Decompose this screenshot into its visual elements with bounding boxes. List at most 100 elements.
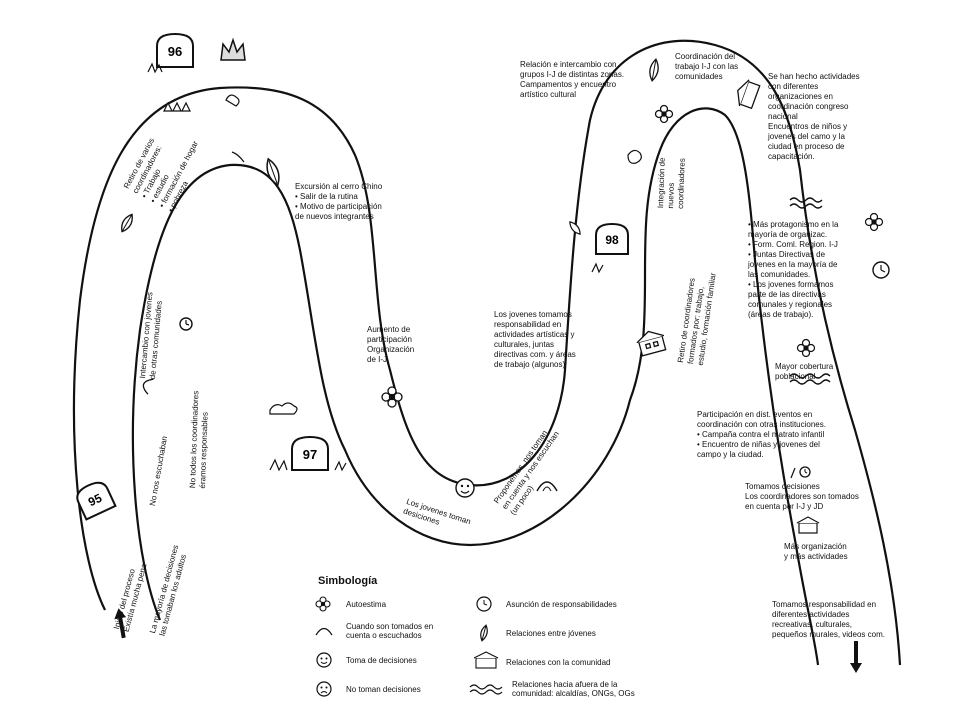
legend-title: Simbología [318, 575, 378, 587]
label-line: diferentes actividades [772, 610, 850, 619]
clock-icon [179, 317, 193, 331]
house-icon [636, 330, 667, 357]
legend-happy-face-icon [316, 652, 332, 668]
legend-item-no-decisiones: No toman decisiones [346, 685, 421, 694]
label-protagonism: • Más protagonismo en la mayoría de orga… [748, 220, 838, 320]
legend-wave-icon [469, 684, 503, 695]
label-line: coordinación con otras instituciones. [697, 420, 826, 429]
bush-icon [225, 94, 642, 415]
legend-flower-icon [315, 596, 331, 612]
label-line: coordinadores [675, 158, 687, 210]
river-inner-bank [131, 107, 820, 666]
label-line: mayoría de organizac. [748, 230, 828, 239]
label-line: trabajo I-J con las [675, 62, 739, 71]
legend-hill-icon [315, 627, 333, 636]
label-events: Participación en dist. eventos en coordi… [697, 410, 826, 460]
label-line: culturales, juntas [494, 340, 555, 349]
legend-item-label: Relaciones con la comunidad [506, 658, 611, 667]
milestone-98-label: 98 [605, 233, 619, 247]
arrow-icon [790, 467, 796, 479]
label-line: jovenes en la mayoría de [748, 260, 838, 269]
label-line: campo y la ciudad. [697, 450, 764, 459]
label-coverage: Mayor cobertura poblacional [775, 362, 833, 382]
label-not-all: No todos los coordinadores éramos respon… [188, 391, 211, 489]
house-icon [796, 516, 820, 534]
legend-item-responsabilidades: Asunción de responsabilidades [506, 600, 617, 609]
label-line: Organización [367, 345, 415, 354]
start-arrow [114, 608, 127, 639]
leaf-icon [121, 213, 133, 233]
label-relation: Relación e intercambio con grupos I-J de… [520, 60, 624, 100]
legend-item-relaciones-jovenes: Relaciones entre jóvenes [506, 629, 596, 638]
label-line: artístico cultural [520, 90, 577, 99]
label-line: Los jovenes tomamos [494, 310, 572, 319]
legend-house-icon [473, 651, 499, 669]
people-icon [163, 101, 191, 112]
legend-item-label: Cuando son tomados en [346, 622, 434, 631]
label-line: responsabilidad en [494, 320, 562, 329]
label-line: con diferentes [768, 82, 819, 91]
legend-item-label: Autoestima [346, 600, 387, 609]
label-line: recreativas, culturales, [772, 620, 853, 629]
label-line: y más actividades [784, 552, 848, 561]
flower-icon [796, 338, 816, 358]
milestone-95-label: 95 [86, 491, 104, 509]
label-line: de trabajo (algunos) [494, 360, 566, 369]
label-line: • Motivo de participación [295, 202, 382, 211]
label-line: Campamentos y encuentro [520, 80, 617, 89]
label-line: las comunidades. [748, 270, 811, 279]
label-coordination: Coordinación del trabajo I-J con las com… [675, 52, 738, 82]
label-line: Se han hecho actividades [768, 72, 860, 81]
label-line: jovenes del camo y la [768, 132, 845, 141]
label-line: (áreas de trabajo). [748, 310, 814, 319]
legend-item-relaciones-comunidad: Relaciones con la comunidad [506, 658, 611, 667]
label-line: Relación e intercambio con [520, 60, 617, 69]
label-line: Excursión al cerro Chino [295, 182, 383, 191]
label-integration: Integración de nuevos coordinadores [656, 157, 688, 209]
river-outer-bank [72, 39, 902, 666]
label-line: en cuenta por I-J y JD [745, 502, 824, 511]
label-line: comunales y regionales [748, 300, 833, 309]
milestone-96-stone: 96 [156, 32, 194, 68]
label-line: Los coordinadores son tomados [745, 492, 859, 501]
label-responsibility2: Tomamos responsabilidad en diferentes ac… [772, 600, 885, 640]
arrow-icon [231, 151, 245, 163]
label-line: poblacional [775, 372, 816, 381]
legend-item-label: comunidad: alcaldías, ONGs, OGs [512, 689, 635, 698]
label-line: • Salir de la rutina [295, 192, 358, 201]
clock-icon [872, 261, 890, 279]
grass-icon [147, 62, 604, 472]
legend-leaf-icon [480, 624, 488, 642]
label-line: participación [367, 335, 412, 344]
label-line: Participación en dist. eventos en [697, 410, 813, 419]
hill-icon [142, 378, 154, 395]
label-line: • Form. Coml. Region. I-J [748, 240, 838, 249]
label-line: parte de las directivas [748, 290, 826, 299]
happy-face-icon [455, 478, 475, 498]
legend-item-label: No toman decisiones [346, 685, 421, 694]
legend-item-label: cuenta o escuchados [346, 631, 422, 640]
wave-icon [789, 197, 831, 385]
label-line: Más organización [784, 542, 847, 551]
label-line: • Campaña contra el matrato infantil [697, 430, 825, 439]
clock-icon [799, 466, 811, 478]
leaf-icon [569, 221, 581, 235]
end-arrow [850, 641, 862, 673]
legend-item-decisiones: Toma de decisiones [346, 656, 417, 665]
legend-item-label: Relaciones entre jóvenes [506, 629, 596, 638]
label-line: comunidades [675, 72, 723, 81]
label-line: directivas com. y áreas [494, 350, 576, 359]
leaf-icon [649, 58, 659, 82]
label-line: grupos I-J de distintas zonas. [520, 70, 625, 79]
legend-item-relaciones-afuera: Relaciones hacia afuera de la comunidad:… [512, 680, 635, 698]
milestone-97-label: 97 [303, 447, 317, 462]
legend-sad-face-icon [316, 681, 332, 697]
milestone-96-label: 96 [168, 44, 182, 59]
label-line: • Los jovenes formamos [748, 280, 834, 289]
flower-icon [381, 386, 403, 408]
label-line: capacitación. [768, 152, 815, 161]
label-decisions2: Tomamos decisiones Los coordinadores son… [745, 482, 859, 512]
flower-icon [654, 104, 674, 124]
label-line: de I-J [367, 355, 388, 364]
label-line: • Juntas Directivas de [748, 250, 826, 259]
